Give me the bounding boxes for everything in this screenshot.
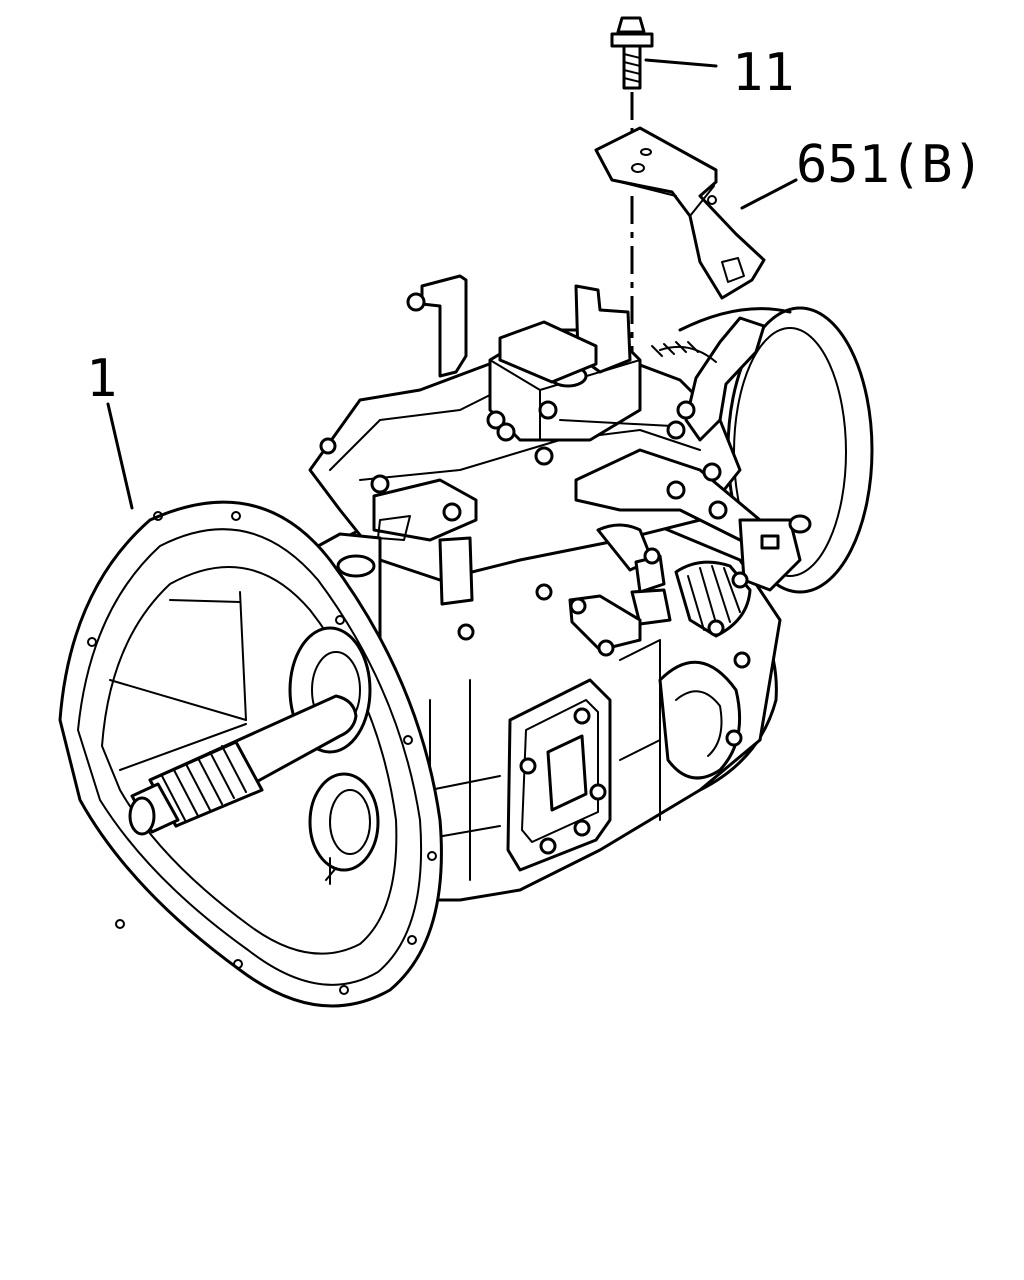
leader-line-bolt: [644, 58, 718, 68]
bolt-part[interactable]: [610, 16, 654, 90]
callout-1: 1: [86, 349, 117, 409]
callout-651b: 651(B): [796, 135, 984, 195]
transmission-assembly[interactable]: [58, 274, 874, 1008]
bracket-part[interactable]: [594, 126, 766, 300]
leader-line-transmission: [106, 402, 134, 510]
callout-11: 11: [732, 43, 795, 103]
bolt-heads: [319, 292, 751, 747]
leader-line-bracket: [740, 178, 798, 210]
flange-holes: [87, 511, 437, 995]
